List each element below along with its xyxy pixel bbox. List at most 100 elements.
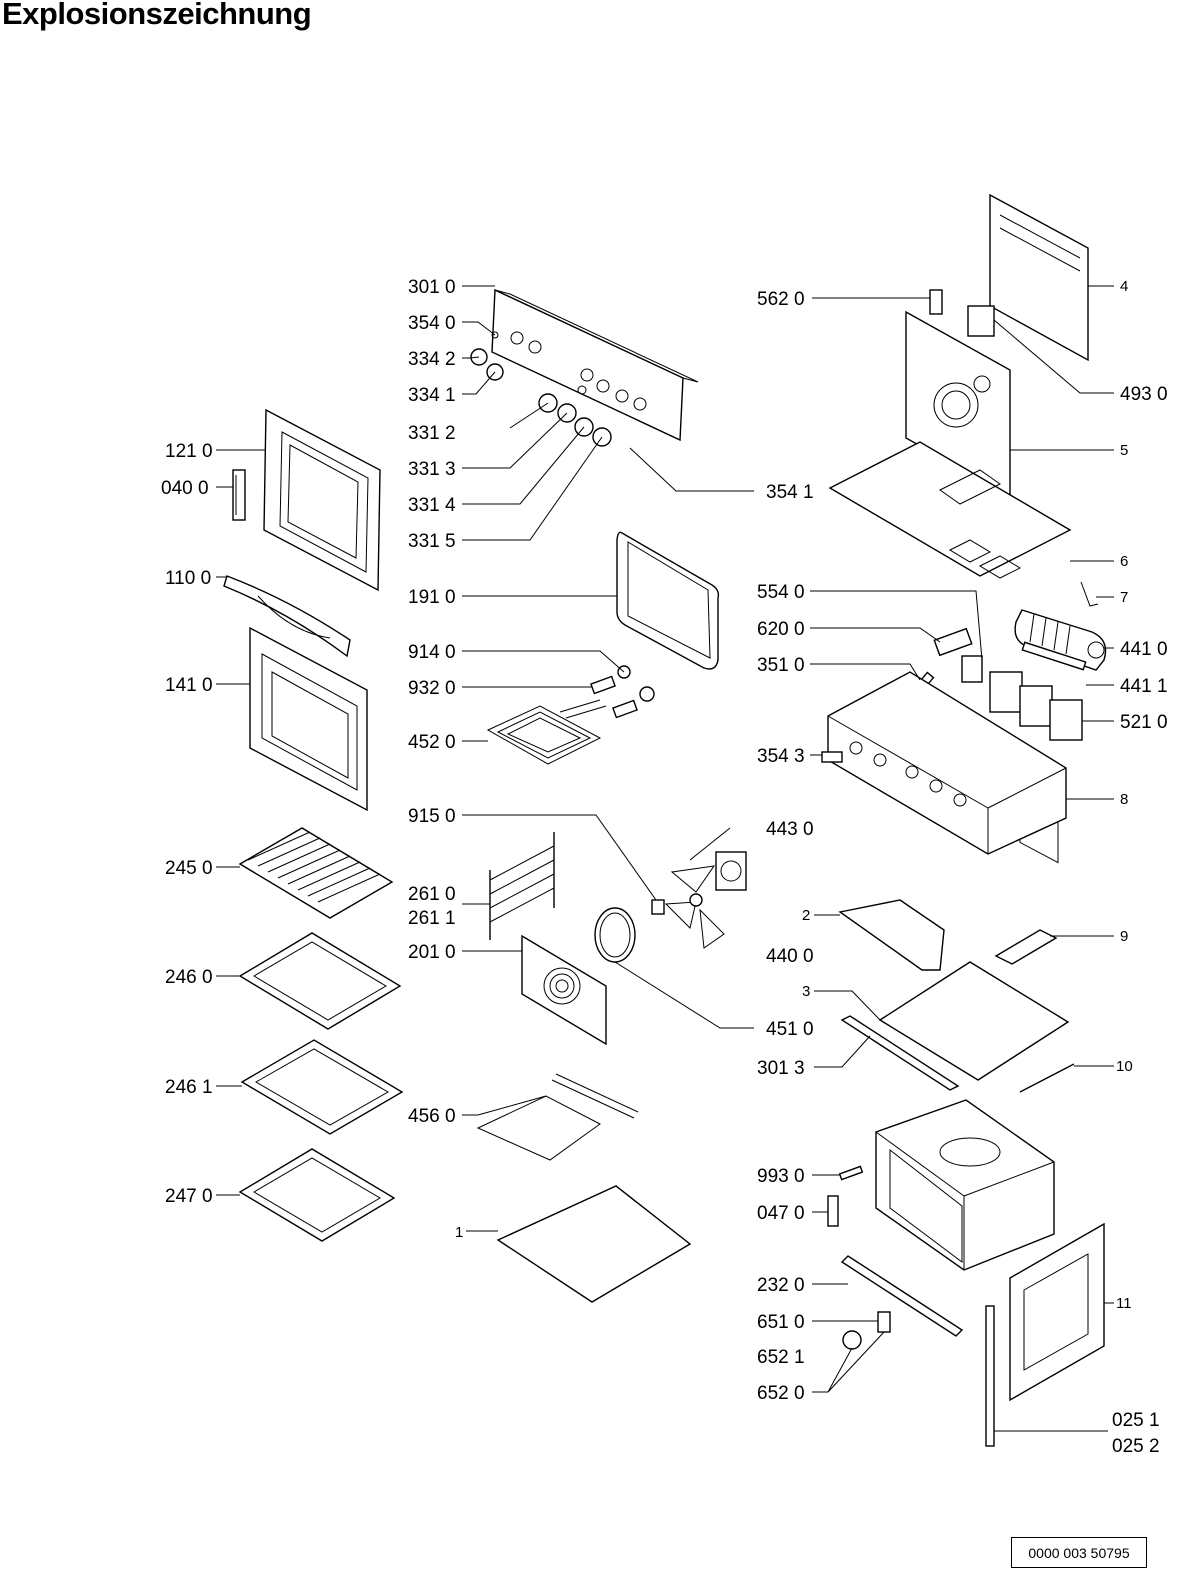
label-334-1: 334 1 — [408, 385, 456, 406]
label-246-1: 246 1 — [165, 1077, 213, 1098]
page-title: Explosionszeichnung — [2, 0, 312, 31]
callout-labels: 301 0 354 0 334 2 334 1 331 2 331 3 331 … — [161, 277, 1168, 1457]
label-025-1: 025 1 — [1112, 1410, 1160, 1431]
label-456-0: 456 0 — [408, 1106, 456, 1127]
label-5: 5 — [1120, 442, 1128, 459]
label-301-0: 301 0 — [408, 277, 456, 298]
label-6: 6 — [1120, 553, 1128, 570]
label-1: 1 — [455, 1224, 463, 1241]
leader-lines — [216, 285, 1114, 1432]
bottom-plate-part — [496, 1185, 692, 1303]
label-4: 4 — [1120, 278, 1128, 295]
deep-tray-part — [238, 1148, 396, 1242]
hinge-part — [232, 469, 246, 521]
label-354-1: 354 1 — [766, 482, 814, 503]
label-110-0: 110 0 — [165, 568, 211, 589]
baking-tray-2-part — [240, 1039, 404, 1135]
label-354-0: 354 0 — [408, 313, 456, 334]
label-261-1: 261 1 — [408, 908, 456, 929]
label-246-0: 246 0 — [165, 967, 213, 988]
label-451-0: 451 0 — [766, 1019, 814, 1040]
label-331-5: 331 5 — [408, 531, 456, 552]
rod-part — [1019, 1063, 1075, 1093]
side-bracket-part — [838, 899, 945, 971]
label-452-0: 452 0 — [408, 732, 456, 753]
top-plate-part — [828, 441, 1072, 579]
label-247-0: 247 0 — [165, 1186, 213, 1207]
screw-part — [821, 751, 843, 763]
baking-tray-part — [238, 932, 402, 1030]
label-191-0: 191 0 — [408, 587, 456, 608]
outer-door-part — [249, 626, 368, 812]
label-141-0: 141 0 — [165, 675, 213, 696]
parts-drawing — [223, 193, 1107, 1447]
pin-part — [1080, 581, 1099, 607]
label-554-0: 554 0 — [757, 582, 805, 603]
mount-bracket-part — [994, 929, 1058, 965]
side-panel-part — [1009, 1222, 1105, 1402]
label-2: 2 — [802, 907, 810, 924]
label-8: 8 — [1120, 791, 1128, 808]
grill-element-part — [486, 699, 607, 765]
label-331-2: 331 2 — [408, 423, 456, 444]
label-331-3: 331 3 — [408, 459, 456, 480]
label-493-0: 493 0 — [1120, 384, 1168, 405]
document-number: 0000 003 50795 — [1011, 1537, 1147, 1568]
label-334-2: 334 2 — [408, 349, 456, 370]
label-301-3: 301 3 — [757, 1058, 805, 1079]
label-993-0: 993 0 — [757, 1166, 805, 1187]
label-932-0: 932 0 — [408, 678, 456, 699]
label-441-0: 441 0 — [1120, 639, 1168, 660]
label-9: 9 — [1120, 928, 1128, 945]
clip-part — [827, 1165, 864, 1227]
wire-shelf-part — [238, 827, 394, 919]
ring-element-part — [594, 907, 636, 963]
label-11: 11 — [1116, 1295, 1132, 1312]
label-3: 3 — [802, 983, 810, 1000]
oven-gasket-part — [616, 531, 720, 670]
switches-part — [989, 671, 1083, 741]
label-232-0: 232 0 — [757, 1275, 805, 1296]
label-351-0: 351 0 — [757, 655, 805, 676]
side-strip-part — [985, 1305, 995, 1447]
front-rail-part — [840, 1255, 964, 1337]
cover-plate-part — [878, 961, 1070, 1081]
label-10: 10 — [1116, 1058, 1133, 1075]
convection-fan-part — [651, 851, 747, 949]
label-652-1: 652 1 — [757, 1347, 805, 1368]
label-521-0: 521 0 — [1120, 712, 1168, 733]
bottom-element-part — [476, 1073, 639, 1161]
label-331-4: 331 4 — [408, 495, 456, 516]
label-040-0: 040 0 — [161, 478, 209, 499]
fan-cover-part — [521, 934, 607, 1046]
thermostat-part — [929, 289, 995, 337]
oven-cavity-part — [875, 1099, 1055, 1271]
label-201-0: 201 0 — [408, 942, 456, 963]
label-914-0: 914 0 — [408, 642, 456, 663]
oven-lamp-part — [842, 1311, 891, 1350]
fan-bracket-part — [1021, 641, 1087, 671]
label-441-1: 441 1 — [1120, 676, 1168, 697]
label-652-0: 652 0 — [757, 1383, 805, 1404]
back-panel-part — [989, 193, 1089, 864]
label-025-2: 025 2 — [1112, 1436, 1160, 1457]
side-rack-part — [489, 832, 555, 940]
cooling-fan-part — [1014, 609, 1107, 671]
element-fittings-part — [590, 665, 655, 719]
label-651-0: 651 0 — [757, 1312, 805, 1333]
label-245-0: 245 0 — [165, 858, 213, 879]
control-panel-part — [491, 288, 699, 442]
label-261-0: 261 0 — [408, 884, 456, 905]
label-047-0: 047 0 — [757, 1203, 805, 1224]
door-handle-part — [223, 575, 351, 658]
label-562-0: 562 0 — [757, 289, 805, 310]
trim-strip-part — [840, 1015, 960, 1091]
label-443-0: 443 0 — [766, 819, 814, 840]
label-915-0: 915 0 — [408, 806, 456, 827]
label-620-0: 620 0 — [757, 619, 805, 640]
label-121-0: 121 0 — [165, 441, 213, 462]
label-354-3: 354 3 — [757, 746, 805, 767]
label-440-0: 440 0 — [766, 946, 814, 967]
